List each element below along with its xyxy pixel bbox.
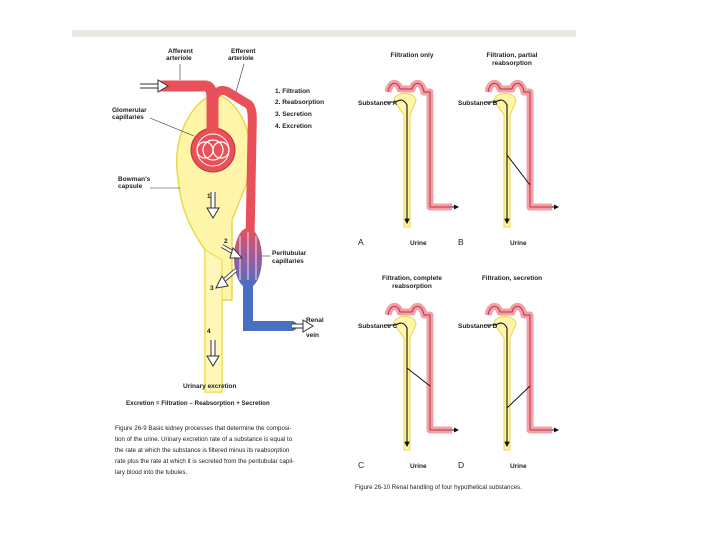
process-item-2: 2. Reabsorption	[275, 99, 324, 106]
flow-arrows	[140, 79, 314, 367]
panel-d-tubule	[493, 316, 517, 451]
renal-vein	[243, 280, 297, 331]
label-efferent: Efferent	[231, 48, 256, 55]
panel-c-substance: Substance C	[358, 323, 398, 330]
label-afferent-2: arteriole	[166, 55, 192, 62]
left-caption-line-3: the rate at which the substance is filte…	[115, 447, 290, 454]
panel-b-urine: Urine	[510, 240, 527, 247]
descending-tubule	[204, 249, 223, 393]
panel-a-urine: Urine	[410, 240, 427, 247]
excretion-equation: Excretion = Filtration – Reabsorption + …	[126, 400, 270, 407]
label-bowmans-2: capsule	[118, 183, 143, 190]
panel-c-urine: Urine	[410, 463, 427, 470]
panel-d-substance: Substance D	[458, 323, 498, 330]
left-caption-line-1: Figure 26-9 Basic kidney processes that …	[115, 425, 291, 432]
label-peritubular-2: capillaries	[272, 258, 304, 265]
top-divider-bar	[72, 30, 576, 37]
panel-c-tubule	[393, 316, 417, 451]
panel-b: Filtration, partialreabsorptionSubstance…	[458, 52, 559, 247]
panel-d-urine: Urine	[510, 463, 527, 470]
label-bowmans: Bowman's	[118, 176, 151, 183]
kidney-process-diagram: Afferent arteriole Efferent arteriole Gl…	[112, 48, 324, 476]
label-peritubular: Peritubular	[272, 250, 307, 257]
step-number-1: 1	[207, 193, 211, 200]
panel-b-letter: B	[458, 237, 464, 247]
label-renal: Renal	[306, 317, 324, 324]
left-caption-line-4: rate plus the rate at which it is secret…	[115, 458, 294, 465]
panel-b-tubule	[493, 93, 517, 228]
panel-a-substance: Substance A	[358, 100, 397, 107]
left-caption-line-5: lary blood into the tubules.	[115, 469, 188, 476]
panel-b-substance: Substance B	[458, 100, 498, 107]
label-urinary-excretion: Urinary excretion	[183, 383, 236, 390]
panel-a-letter: A	[358, 237, 364, 247]
left-caption-line-2: tion of the urine. Urinary excretion rat…	[115, 436, 293, 443]
process-item-1: 1. Filtration	[275, 88, 310, 95]
panel-a-tubule	[393, 93, 417, 228]
label-efferent-2: arteriole	[228, 55, 254, 62]
step-number-2: 2	[224, 238, 228, 245]
step-number-3: 3	[210, 285, 214, 292]
panel-c-title-2: reabsorption	[392, 283, 432, 290]
process-item-4: 4. Excretion	[275, 123, 312, 130]
label-glomerular: Glomerular	[112, 107, 147, 114]
panel-c-letter: C	[358, 460, 364, 470]
panel-a-title-1: Filtration only	[391, 52, 434, 59]
right-caption: Figure 26-10 Renal handling of four hypo…	[355, 484, 522, 491]
step-number-4: 4	[207, 328, 211, 335]
label-renal-2: vein	[306, 332, 319, 339]
process-item-3: 3. Secretion	[275, 111, 312, 118]
label-afferent: Afferent	[168, 48, 194, 55]
glomerular-capillaries	[190, 127, 236, 173]
left-caption: Figure 26-9 Basic kidney processes that …	[115, 425, 294, 476]
panel-d-title-1: Filtration, secretion	[482, 275, 542, 282]
panel-b-title-2: reabsorption	[492, 60, 532, 67]
panel-c-title-1: Filtration, complete	[382, 275, 442, 282]
panel-d-letter: D	[458, 460, 464, 470]
efferent-arteriole	[209, 85, 257, 245]
process-list: 1. Filtration 2. Reabsorption 3. Secreti…	[275, 88, 324, 130]
panel-b-title-1: Filtration, partial	[487, 52, 538, 59]
label-glomerular-2: capillaries	[112, 114, 144, 121]
leader-lines	[149, 63, 270, 257]
panel-c: Filtration, completereabsorptionSubstanc…	[358, 275, 459, 470]
